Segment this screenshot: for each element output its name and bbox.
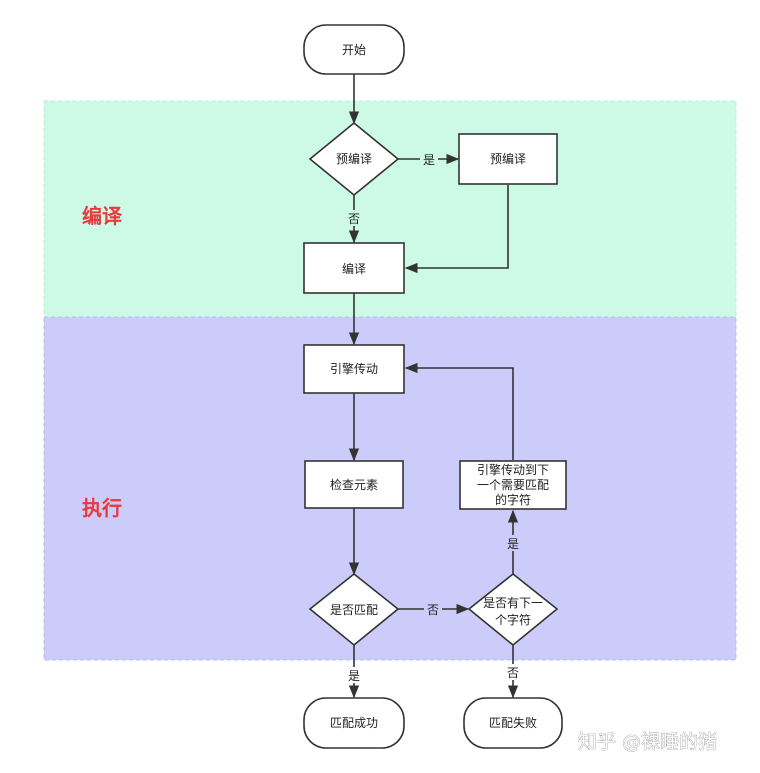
node-engine-start: 引擎传动 <box>303 344 405 394</box>
edge-precompile-process-to-compile <box>404 185 509 274</box>
compile-section-label: 编译 <box>82 204 123 228</box>
node-start-label: 开始 <box>342 43 366 57</box>
label-next-no: 否 <box>507 666 519 680</box>
node-check-element-label: 检查元素 <box>330 477 378 492</box>
node-precompile-process-label: 预编译 <box>490 151 526 166</box>
node-engine-next-line-2: 一个需要匹配 <box>477 478 549 492</box>
node-engine-next: 引擎传动到下 一个需要匹配 的字符 <box>459 460 567 510</box>
edge-labels: 是 否 否 是 是 否 <box>345 151 522 683</box>
node-match-success-label: 匹配成功 <box>330 716 378 730</box>
execute-section-label: 执行 <box>82 496 122 520</box>
node-compile-label: 编译 <box>342 261 366 276</box>
node-precompile-decision-label: 预编译 <box>336 151 372 166</box>
label-precompile-no: 否 <box>348 212 360 226</box>
node-match-decision-label: 是否匹配 <box>330 603 378 617</box>
node-check-element: 检查元素 <box>304 460 404 509</box>
node-compile: 编译 <box>303 242 405 294</box>
label-match-no: 否 <box>427 603 439 617</box>
node-match-success: 匹配成功 <box>303 697 405 749</box>
node-start: 开始 <box>303 24 405 75</box>
node-precompile-decision: 预编译 <box>308 121 400 197</box>
node-engine-next-line-1: 引擎传动到下 <box>477 462 549 477</box>
node-precompile-process: 预编译 <box>458 133 558 185</box>
node-next-char-decision: 是否有下一 个字符 <box>467 572 559 647</box>
node-next-char-decision-line-2: 个字符 <box>495 612 531 627</box>
node-match-fail: 匹配失败 <box>463 697 563 749</box>
node-next-char-decision-line-1: 是否有下一 <box>483 596 543 610</box>
node-engine-start-label: 引擎传动 <box>330 361 378 376</box>
label-match-yes: 是 <box>348 669 360 683</box>
label-precompile-yes: 是 <box>423 153 435 167</box>
node-match-fail-label: 匹配失败 <box>489 715 537 730</box>
node-engine-next-line-3: 的字符 <box>495 492 531 507</box>
watermark: 知乎 @裸睡的猪 <box>578 731 717 753</box>
node-match-decision: 是否匹配 <box>308 572 400 647</box>
label-next-yes: 是 <box>507 537 519 551</box>
edge-engine-next-to-engine <box>404 362 514 460</box>
